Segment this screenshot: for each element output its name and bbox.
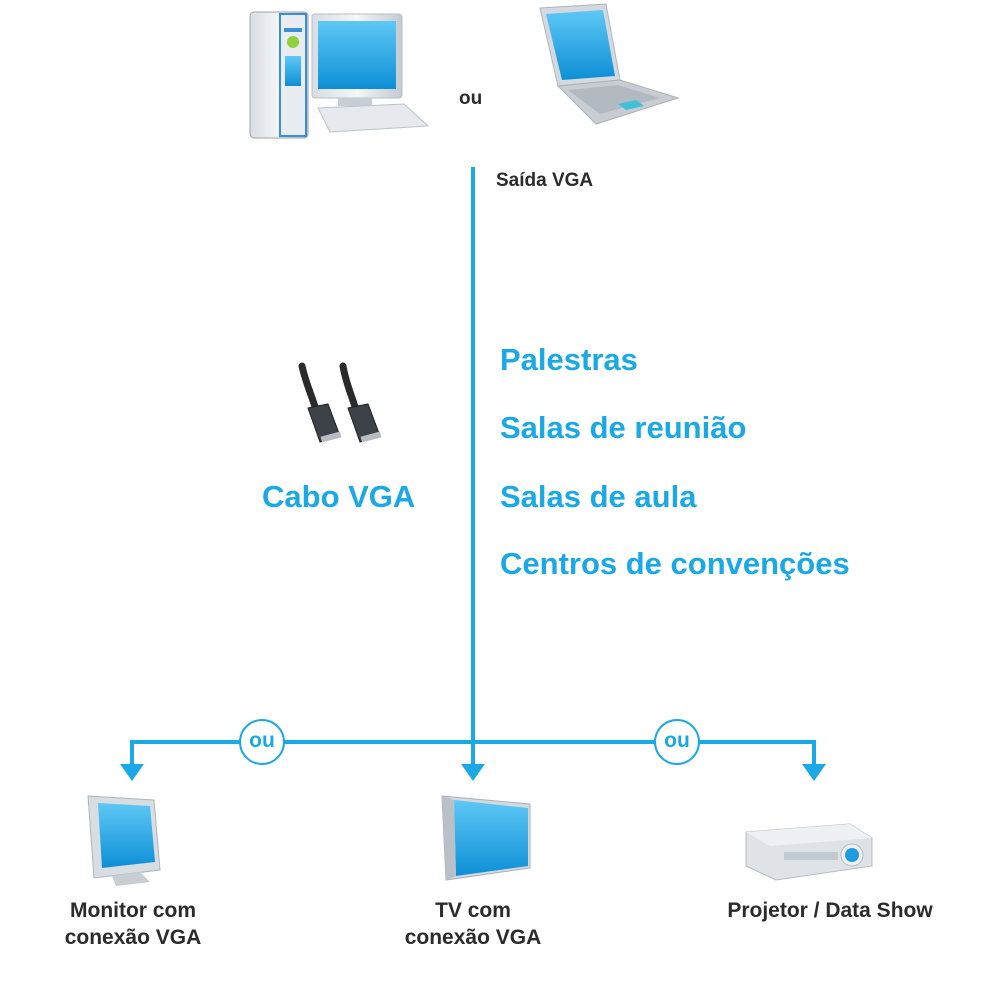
destination-label-projector: Projetor / Data Show	[680, 897, 980, 924]
vga-output-label: Saída VGA	[496, 170, 594, 191]
label-line: Monitor com	[70, 899, 196, 922]
or-separator-label: ou	[459, 88, 483, 109]
use-item: Palestras	[500, 342, 638, 377]
arrow-down-icon	[461, 764, 485, 781]
vga-cable-label: Cabo VGA	[262, 479, 416, 514]
label-line: conexão VGA	[64, 926, 202, 949]
horizontal-branch-line	[130, 740, 816, 766]
label-line: Projetor / Data Show	[727, 899, 933, 922]
or-badge-left-text: ou	[249, 729, 275, 752]
arrow-down-icon	[120, 764, 144, 781]
label-line: conexão VGA	[404, 926, 542, 949]
destination-label-monitor: Monitor com conexão VGA	[20, 897, 246, 951]
use-item: Salas de reunião	[500, 410, 747, 445]
or-badge-left	[239, 719, 285, 765]
use-item: Salas de aula	[500, 479, 697, 514]
destination-label-tv: TV com conexão VGA	[360, 897, 586, 951]
label-line: TV com	[435, 899, 511, 922]
or-badge-right-text: ou	[664, 729, 690, 752]
use-item: Centros de convenções	[500, 546, 850, 581]
or-badge-right	[654, 719, 700, 765]
arrow-down-icon	[802, 764, 826, 781]
